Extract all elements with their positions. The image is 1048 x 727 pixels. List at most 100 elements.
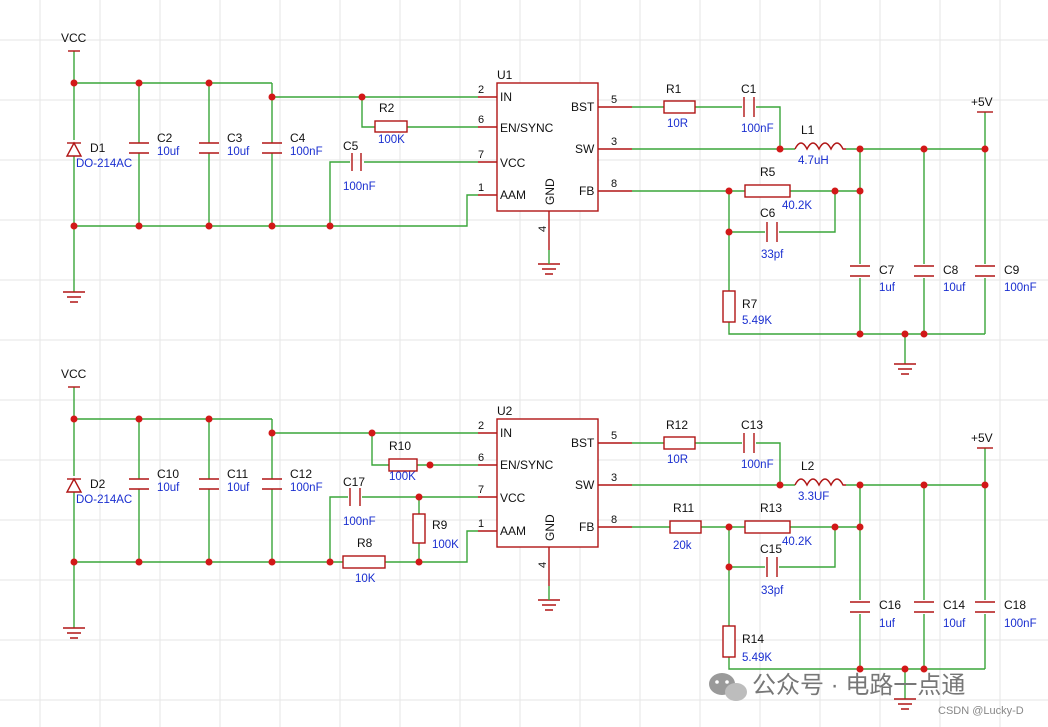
resistor-r8: R8 10K (342, 536, 386, 585)
c15-value: 33pf (761, 585, 784, 597)
r2-ref: R2 (379, 101, 395, 115)
in-wire-1 (271, 83, 478, 98)
junctions-1 (70, 79, 989, 338)
cap-c3: C3 10uf (199, 131, 250, 158)
r13-value: 40.2K (782, 536, 812, 548)
c7-value: 1uf (879, 282, 896, 294)
r10-ref: R10 (389, 439, 411, 453)
c18-ref: C18 (1004, 598, 1026, 612)
ground-symbol-2b (538, 586, 560, 611)
ground-symbol-1c (894, 363, 916, 375)
resistor-r9: R9 100K (412, 513, 459, 551)
c10-ref: C10 (157, 467, 179, 481)
r9-value: 100K (432, 539, 459, 551)
c2-ref: C2 (157, 131, 173, 145)
r9-ref: R9 (432, 518, 448, 532)
resistor-r13: R13 40.2K (744, 501, 812, 548)
diode-d2: D2 DO-214AC (65, 477, 132, 506)
r2-wire (361, 97, 478, 128)
vcc-label-1: VCC (61, 31, 87, 45)
r1-ref: R1 (666, 82, 682, 96)
out-caps-1 (859, 112, 986, 334)
c1-value: 100nF (741, 123, 774, 135)
d1-value: DO-214AC (76, 158, 132, 170)
c12-ref: C12 (290, 467, 312, 481)
u2-pinnum-bst: 5 (611, 430, 617, 442)
cap-c7: C7 1uf (850, 263, 896, 294)
cap-c14: C14 10uf (914, 598, 966, 630)
cap-c6: C6 33pf (760, 206, 784, 261)
u2-pin-bst: BST (571, 436, 595, 450)
u1-pin-in: IN (500, 90, 512, 104)
c6-ref: C6 (760, 206, 776, 220)
cap-c17: C17 100nF (343, 475, 376, 528)
u2-pin-sw: SW (575, 478, 595, 492)
c14-value: 10uf (943, 618, 966, 630)
l2-value: 3.3UF (798, 491, 829, 503)
c16-value: 1uf (879, 618, 896, 630)
ground-symbol-1a (63, 291, 85, 303)
c15-wire (729, 527, 836, 568)
r13-ref: R13 (760, 501, 782, 515)
cap-c18: C18 100nF (975, 598, 1037, 630)
cap-c2: C2 10uf (129, 131, 180, 158)
c11-ref: C11 (227, 467, 248, 481)
c18-value: 100nF (1004, 618, 1037, 630)
r8-value: 10K (355, 573, 376, 585)
c13-value: 100nF (741, 459, 774, 471)
cap-c5: C5 100nF (343, 139, 376, 193)
c17-wire (329, 496, 478, 562)
u1-pinnum-bst: 5 (611, 94, 617, 106)
r12-value: 10R (667, 454, 688, 466)
u1-pinnum-sw: 3 (611, 136, 617, 148)
r5-value: 40.2K (782, 200, 812, 212)
u2-pin-in: IN (500, 426, 512, 440)
c6-value: 33pf (761, 249, 784, 261)
ic-u2: U2 IN EN/SYNC VCC AAM BST SW FB GND 2 6 … (478, 404, 632, 586)
fb-node-1 (728, 191, 985, 335)
ground-symbol-1b (538, 250, 560, 275)
u1-ref: U1 (497, 68, 513, 82)
cap-c9: C9 100nF (975, 263, 1037, 294)
r11-ref: R11 (673, 501, 694, 515)
c10-value: 10uf (157, 482, 180, 494)
c11-value: 10uf (227, 482, 250, 494)
resistor-r12: R12 10R (663, 418, 696, 466)
u2-pinnum-fb: 8 (611, 514, 617, 526)
c13-ref: C13 (741, 418, 763, 432)
cap-c11: C11 10uf (199, 467, 250, 494)
bst-wire-1 (632, 106, 781, 149)
r1-value: 10R (667, 118, 688, 130)
c1-ref: C1 (741, 82, 757, 96)
u2-pinnum-aam: 1 (478, 518, 484, 530)
u1-pin-gnd: GND (543, 178, 557, 205)
u1-pinnum-en: 6 (478, 114, 484, 126)
r7-value: 5.49K (742, 315, 772, 327)
c4-ref: C4 (290, 131, 306, 145)
r11-value: 20k (673, 540, 692, 552)
c9-ref: C9 (1004, 263, 1020, 277)
out-caps-2 (859, 448, 986, 669)
r5-ref: R5 (760, 165, 776, 179)
wechat-icon (709, 673, 747, 701)
ground-symbol-2a (63, 627, 85, 639)
circuit-2: VCC D2 DO-214AC C10 10uf C11 10uf C12 10… (61, 367, 1037, 710)
l1-value: 4.7uH (798, 155, 829, 167)
c8-value: 10uf (943, 282, 966, 294)
c3-ref: C3 (227, 131, 243, 145)
c2-value: 10uf (157, 146, 180, 158)
c17-ref: C17 (343, 475, 365, 489)
inductor-l2: L2 3.3UF (794, 459, 846, 503)
watermark-source: CSDN @Lucky-D (938, 705, 1024, 717)
cap-c1: C1 100nF (741, 82, 774, 135)
r14-value: 5.49K (742, 652, 772, 664)
c15-ref: C15 (760, 542, 782, 556)
resistor-r7: R7 5.49K (722, 290, 772, 327)
c16-ref: C16 (879, 598, 901, 612)
u1-pin-en: EN/SYNC (500, 121, 554, 135)
cap-c13: C13 100nF (741, 418, 774, 471)
u2-pin-en: EN/SYNC (500, 458, 554, 472)
r2-value: 100K (378, 134, 405, 146)
